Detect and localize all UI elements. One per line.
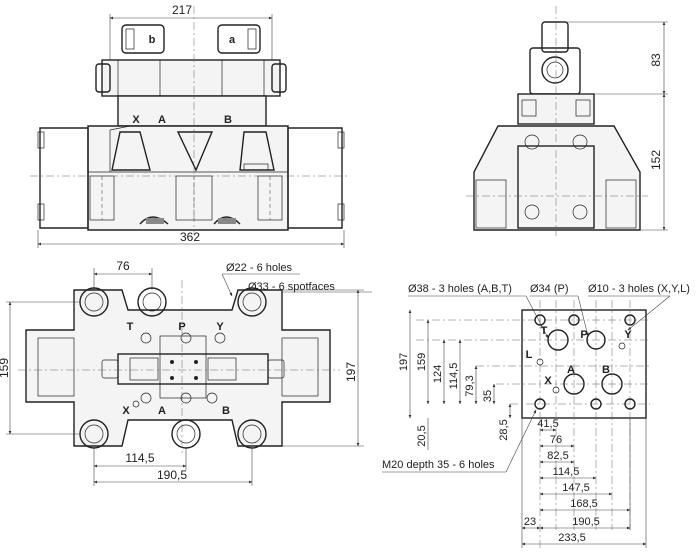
top-dim-197: 197 xyxy=(344,362,358,382)
mp-h-190-5: 190,5 xyxy=(572,516,600,528)
mp-h-76: 76 xyxy=(550,434,562,446)
side-view: 83 152 xyxy=(466,6,668,236)
mp-holes-10: Ø10 - 3 holes (X,Y,L) xyxy=(588,283,690,295)
mp-h-41-5: 41,5 xyxy=(537,418,558,430)
mp-v-124: 124 xyxy=(432,365,444,383)
front-view: 217 b a X A B xyxy=(30,3,350,248)
side-body xyxy=(473,125,641,231)
mp-h-147-5: 147,5 xyxy=(562,482,590,494)
mounting-pattern: Ø38 - 3 holes (A,B,T) Ø34 (P) Ø10 - 3 ho… xyxy=(382,283,690,548)
solenoid-body xyxy=(101,59,281,97)
mp-port-l: L xyxy=(526,349,533,361)
top-holes-22: Ø22 - 6 holes xyxy=(226,262,293,274)
mp-v-197: 197 xyxy=(398,353,410,371)
front-port-a: A xyxy=(158,114,166,126)
mp-h-233-5: 233,5 xyxy=(558,532,586,544)
front-dim-362: 362 xyxy=(180,230,200,244)
mp-h-168-5: 168,5 xyxy=(570,498,598,510)
mp-v-79-3: 79,3 xyxy=(464,375,476,396)
top-view: 76 Ø22 - 6 holes Ø33 - 6 spotfaces xyxy=(0,259,372,486)
mp-h-114-5: 114,5 xyxy=(553,466,580,478)
top-port-p: P xyxy=(178,321,185,333)
mp-v-28-5: 28,5 xyxy=(498,419,510,440)
top-port-b: B xyxy=(222,405,230,417)
solenoid-b-connector xyxy=(121,24,165,54)
mp-port-a: A xyxy=(567,364,575,376)
top-port-a: A xyxy=(158,405,166,417)
top-dim-159: 159 xyxy=(0,358,11,378)
pilot-valve xyxy=(117,95,267,127)
side-dim-152: 152 xyxy=(649,150,663,170)
side-dim-83: 83 xyxy=(649,53,663,67)
mp-v-114-5: 114,5 xyxy=(448,363,460,390)
mp-port-b: B xyxy=(602,364,610,376)
top-dim-114-5: 114,5 xyxy=(125,451,154,465)
mp-port-t: T xyxy=(541,325,548,337)
mp-h-82-5: 82,5 xyxy=(547,450,568,462)
top-dim-190-5: 190,5 xyxy=(157,468,187,482)
front-port-b: B xyxy=(224,114,232,126)
mp-h-23: 23 xyxy=(524,516,536,528)
mp-outline xyxy=(521,309,647,419)
solenoid-a-connector xyxy=(217,24,261,54)
top-port-y: Y xyxy=(216,321,224,333)
mp-v-159: 159 xyxy=(416,353,428,371)
mp-port-x: X xyxy=(544,375,552,387)
mp-v-35: 35 xyxy=(482,390,494,402)
front-dim-217: 217 xyxy=(172,3,192,17)
top-port-t: T xyxy=(127,321,134,333)
mp-port-y: Y xyxy=(624,329,632,341)
mp-holes-38: Ø38 - 3 holes (A,B,T) xyxy=(408,283,512,295)
mp-hole-34: Ø34 (P) xyxy=(530,283,569,295)
mp-m20-note: M20 depth 35 - 6 holes xyxy=(382,459,495,471)
mp-port-p: P xyxy=(580,329,587,341)
top-dim-76: 76 xyxy=(116,259,130,273)
solenoid-b-label: b xyxy=(149,34,156,46)
solenoid-a-label: a xyxy=(229,34,236,46)
top-port-x: X xyxy=(122,405,130,417)
mp-v-20-5: 20,5 xyxy=(416,425,428,446)
front-port-x: X xyxy=(132,114,140,126)
